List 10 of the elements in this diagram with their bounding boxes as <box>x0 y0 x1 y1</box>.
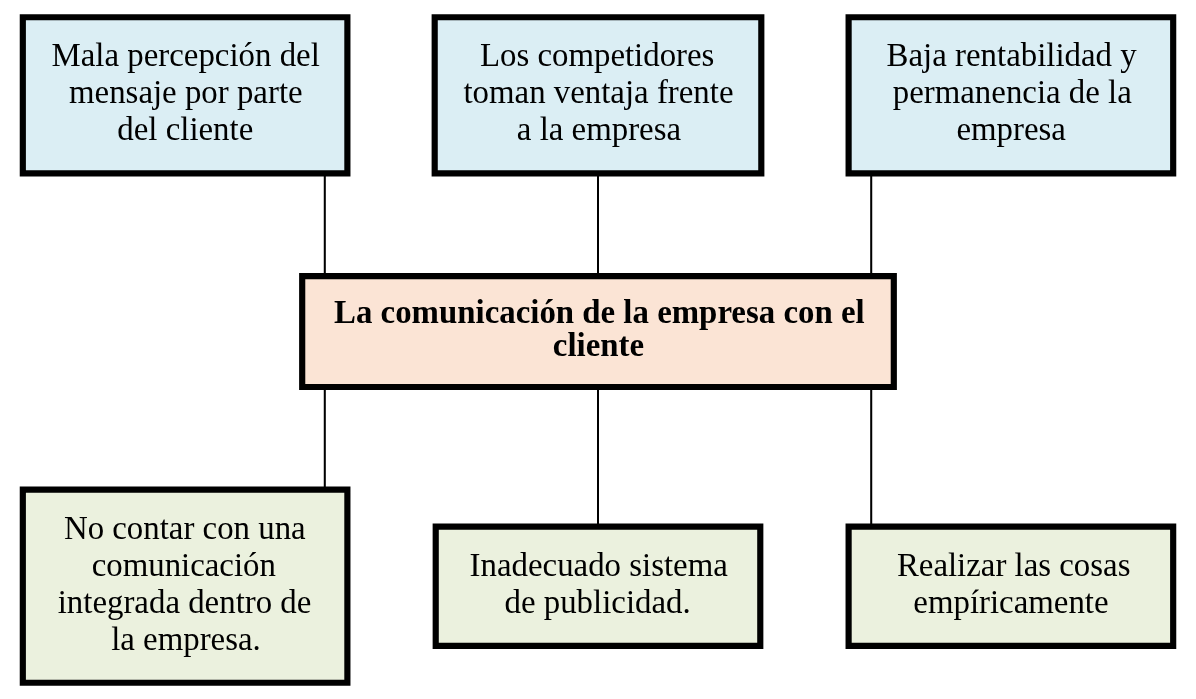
node-box: La comunicación de la empresa con el cliente <box>299 272 897 390</box>
connector <box>323 173 326 276</box>
node-box: No contar con una comunicación integrada dentro de la empresa. <box>19 486 351 686</box>
connector <box>870 173 873 276</box>
node-box: Inadecuado sistema de publicidad. <box>432 523 764 649</box>
connector <box>596 173 600 276</box>
node-box: Realizar las cosas empíricamente <box>845 523 1177 649</box>
node-box: Mala percepción del mensaje por parte del cliente <box>19 13 351 176</box>
node-box: Los competidores toman ventaja frente a la empresa <box>431 13 765 176</box>
node-box: Baja rentabilidad y permanencia de la empresa <box>845 13 1177 176</box>
